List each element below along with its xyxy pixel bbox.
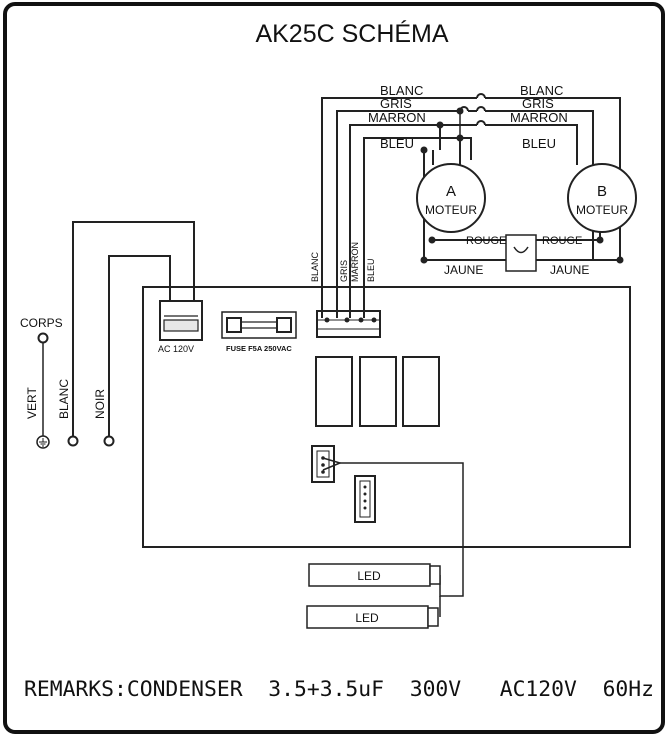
- remarks-text: REMARKS:CONDENSER 3.5+3.5uF 300V AC120V …: [24, 677, 654, 701]
- ground-terminal: [36, 435, 50, 449]
- motor-a: A MOTEUR: [416, 163, 486, 233]
- relay-2: [359, 356, 397, 427]
- power-input-wires: [42, 221, 195, 437]
- motor-b-letter: B: [597, 183, 607, 200]
- ac-terminal-block: [159, 300, 203, 341]
- rouge-wire-label-left: ROUGE: [466, 235, 506, 247]
- connector-marron-label: MARRON: [350, 242, 360, 282]
- jaune-wire-label-left: JAUNE: [444, 263, 483, 277]
- noir-label: NOIR: [93, 389, 107, 419]
- relay-3: [402, 356, 440, 427]
- marron-wire-label-right: MARRON: [510, 110, 568, 125]
- fuse: [221, 311, 297, 339]
- bleu-wire-label-right: BLEU: [522, 136, 556, 151]
- blanc-label: BLANC: [57, 379, 71, 419]
- gris-wire-label-right: GRIS: [522, 96, 554, 111]
- capacitor: [500, 234, 541, 272]
- ac-120v-label: AC 120V: [158, 344, 194, 354]
- motor-a-label: MOTEUR: [425, 203, 477, 217]
- blanc-wire-label-left: BLANC: [380, 83, 423, 98]
- motor-a-letter: A: [446, 183, 456, 200]
- marron-wire-label-left: MARRON: [368, 110, 426, 125]
- corps-terminal: [37, 332, 49, 344]
- connector-blanc-label: BLANC: [310, 251, 320, 282]
- blanc-wire-label-right: BLANC: [520, 83, 563, 98]
- motor-b: B MOTEUR: [567, 163, 637, 233]
- led-1: LED: [308, 563, 441, 587]
- led-1-label: LED: [357, 569, 381, 583]
- led-wires: [340, 462, 464, 617]
- motor-b-label: MOTEUR: [576, 203, 628, 217]
- diagram-title: AK25C SCHÉMA: [255, 19, 448, 48]
- blanc-terminal: [67, 435, 79, 447]
- control-board: [142, 286, 631, 548]
- wire-junctions: [420, 107, 624, 264]
- motor-connector: [316, 310, 381, 338]
- vert-label: VERT: [25, 387, 39, 419]
- relay-1: [315, 356, 353, 427]
- corps-label: CORPS: [20, 316, 63, 330]
- jaune-wire-label-right: JAUNE: [550, 263, 589, 277]
- connector-bleu-label: BLEU: [366, 258, 376, 282]
- connector-gris-label: GRIS: [339, 260, 349, 282]
- bleu-wire-label-left: BLEU: [380, 136, 414, 151]
- gris-wire-label-left: GRIS: [380, 96, 412, 111]
- rouge-wire-label-right: ROUGE: [542, 235, 582, 247]
- pin-header: [354, 475, 376, 523]
- noir-terminal: [103, 435, 115, 447]
- fuse-label: FUSE F5A 250VAC: [226, 344, 292, 353]
- led-2: LED: [306, 605, 439, 629]
- led-2-label: LED: [355, 611, 379, 625]
